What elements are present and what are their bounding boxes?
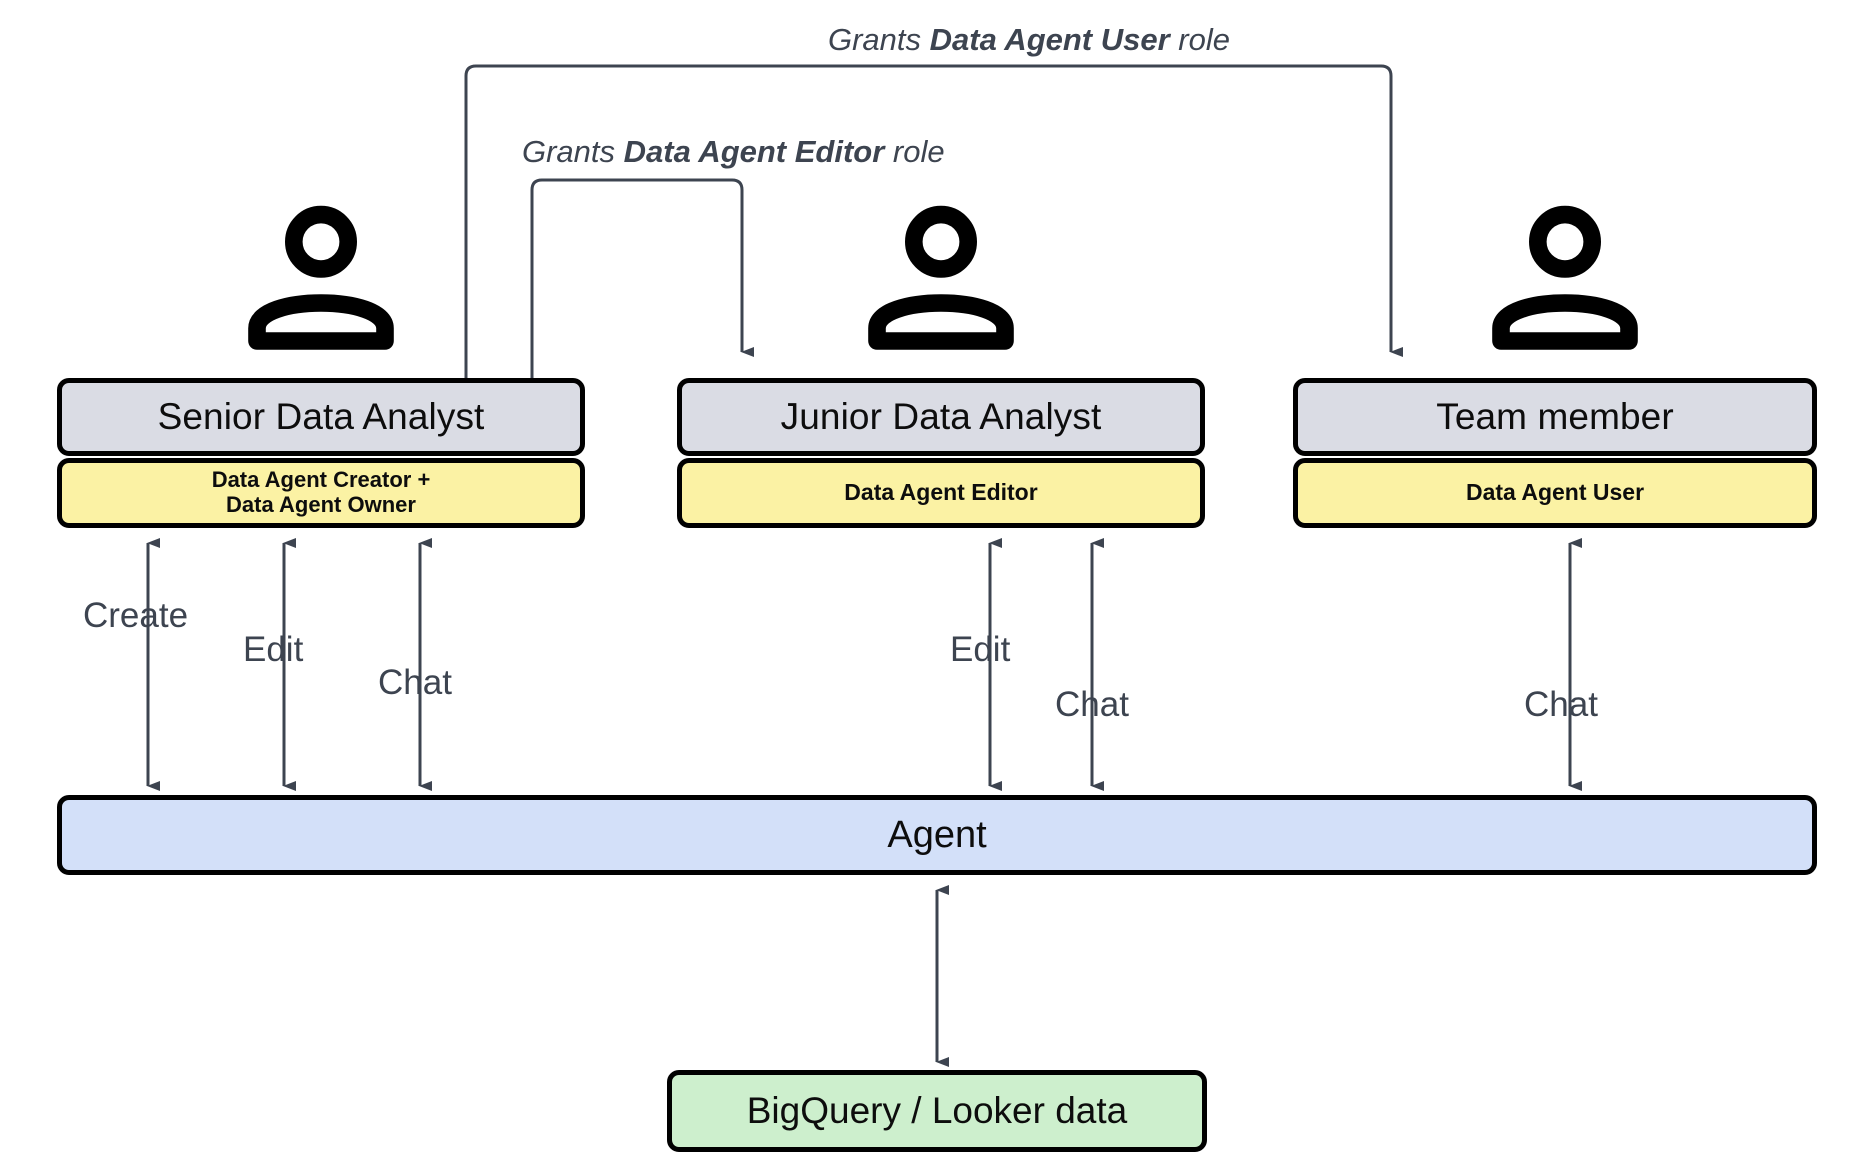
grant-label-data-agent-editor: Grants Data Agent Editor role [522,134,945,170]
connector-grant-data-agent-editor [530,178,754,380]
person-icon [248,205,394,350]
grant-editor-suffix: role [884,134,945,169]
persona-title-team-member[interactable]: Team member [1293,378,1817,456]
grant-editor-prefix: Grants [522,134,624,169]
persona-role-junior-data-analyst[interactable]: Data Agent Editor [677,458,1205,528]
persona-junior-data-analyst: Junior Data Analyst Data Agent Editor [677,378,1205,528]
grant-user-role: Data Agent User [929,22,1170,57]
persona-title-senior-data-analyst[interactable]: Senior Data Analyst [57,378,585,456]
persona-team-member: Team member Data Agent User [1293,378,1817,528]
persona-senior-data-analyst: Senior Data Analyst Data Agent Creator +… [57,378,585,528]
grant-user-suffix: role [1169,22,1230,57]
flow-label-senior-chat: Chat [378,663,452,702]
person-icon [868,205,1014,350]
grant-editor-role: Data Agent Editor [623,134,885,169]
flow-label-junior-edit: Edit [950,630,1011,669]
persona-role-senior-data-analyst[interactable]: Data Agent Creator + Data Agent Owner [57,458,585,528]
role-line-1: Data Agent Creator + [211,467,431,493]
persona-title-junior-data-analyst[interactable]: Junior Data Analyst [677,378,1205,456]
flow-label-senior-create: Create [83,596,189,635]
role-line-2: Data Agent Owner [226,492,416,517]
persona-role-team-member[interactable]: Data Agent User [1293,458,1817,528]
flow-label-senior-edit: Edit [243,630,304,669]
person-icon [1492,205,1638,350]
grant-user-prefix: Grants [828,22,930,57]
flow-label-team-chat: Chat [1524,685,1598,724]
agent-node[interactable]: Agent [57,795,1817,875]
flow-label-junior-chat: Chat [1055,685,1129,724]
grant-label-data-agent-user: Grants Data Agent User role [828,22,1230,58]
data-source-node[interactable]: BigQuery / Looker data [667,1070,1207,1152]
